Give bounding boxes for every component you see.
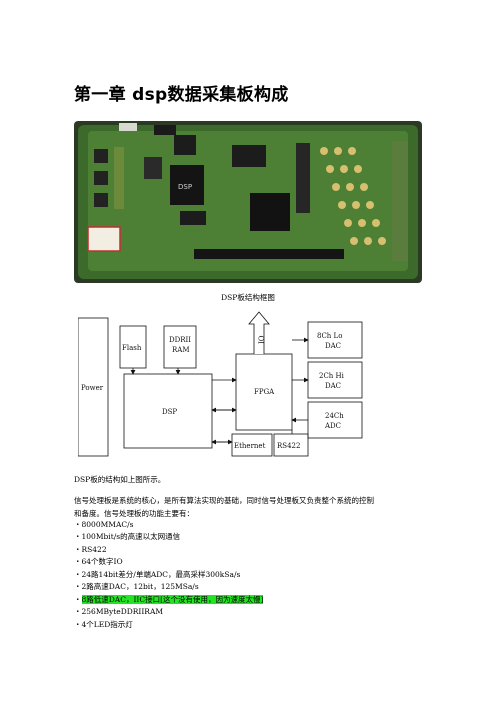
dac2-block xyxy=(307,361,363,399)
power-block xyxy=(78,317,109,457)
dac8-block xyxy=(307,321,363,359)
flash-label: Flash xyxy=(122,344,142,352)
dac2-label-line2: DAC xyxy=(325,382,341,390)
io-label: IO xyxy=(258,335,266,344)
body-line-2: 和备度。信号处理板的功能主要有： xyxy=(74,509,194,518)
ethernet-block xyxy=(231,433,273,457)
fpga-label: FPGA xyxy=(254,388,275,396)
dsp-board-photo: DSP xyxy=(74,121,422,283)
adc-block xyxy=(307,401,363,439)
feature-list: ・8000MMAC/s ・100Mbit/s的高速以太网通信 ・RS422 ・6… xyxy=(74,519,264,631)
list-item: ・24路14bit差分/单端ADC，最高采样300kSa/s xyxy=(74,569,241,579)
body-line-1: 信号处理板是系统的核心，是所有算法实现的基础，同时信号处理板又负责整个系统的控制 xyxy=(74,496,374,505)
list-item: ・2路高速DAC，12bit，125MSa/s xyxy=(74,582,199,592)
list-item: ・RS422 xyxy=(74,544,107,554)
list-item: ・64个数字IO xyxy=(74,557,123,567)
list-item: ・4个LED指示灯 xyxy=(74,619,133,629)
rs422-label: RS422 xyxy=(277,442,300,450)
intro-text: DSP板的结构如上图所示。 xyxy=(74,475,166,484)
list-item-highlighted: ・8路低速DAC，IIC接口[这个没有使用，因为速度太慢] xyxy=(74,594,264,604)
ddr-label-line1: DDRII xyxy=(169,336,191,344)
list-item: ・256MByteDDRIIRAM xyxy=(74,607,164,617)
board-photo-graphic: DSP xyxy=(74,121,422,283)
figure-caption: DSP板结构框图 xyxy=(221,293,275,302)
dsp-label: DSP xyxy=(162,408,177,416)
block-diagram: IO Power Flash DDRII RAM DSP FPGA 8Ch Lo… xyxy=(78,311,363,457)
page-title: 第一章 dsp数据采集板构成 xyxy=(74,85,289,105)
ethernet-label: Ethernet xyxy=(234,442,266,450)
adc-label-line1: 24Ch xyxy=(325,412,344,420)
dac8-label-line1: 8Ch Lo xyxy=(317,332,342,340)
list-item: ・8000MMAC/s xyxy=(74,520,134,529)
dac8-label-line2: DAC xyxy=(325,342,341,350)
ddr-block xyxy=(163,325,197,369)
dac2-label-line1: 2Ch Hi xyxy=(319,372,345,380)
rs422-block xyxy=(273,433,309,457)
power-label: Power xyxy=(81,384,104,392)
dsp-chip-label: DSP xyxy=(178,183,192,191)
adc-label-line2: ADC xyxy=(324,422,341,430)
ddr-label-line2: RAM xyxy=(172,346,190,354)
list-item: ・100Mbit/s的高速以太网通信 xyxy=(74,532,181,542)
